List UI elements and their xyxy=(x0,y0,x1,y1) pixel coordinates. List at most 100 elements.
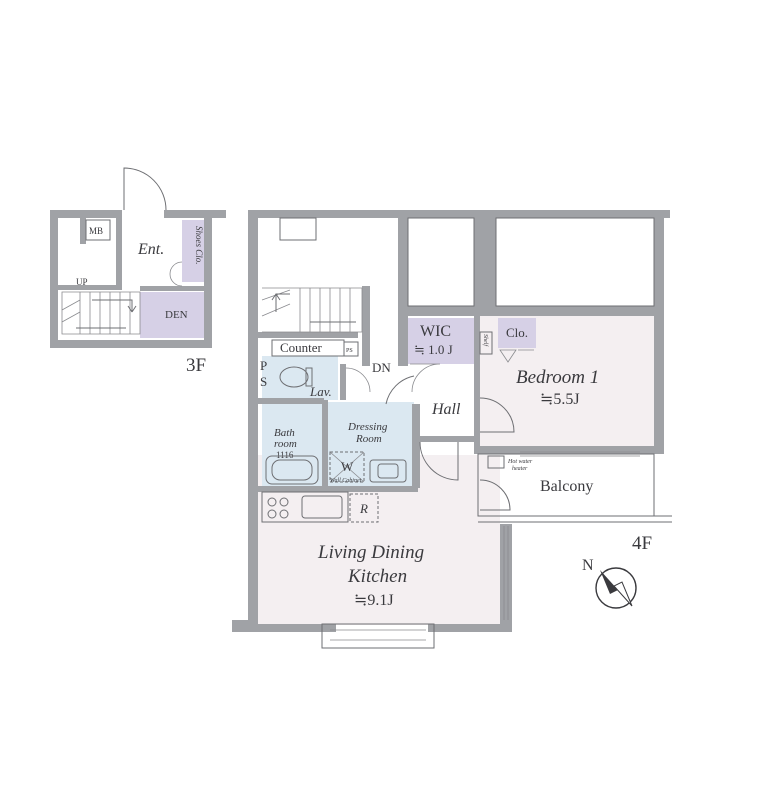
shoes-closet-door xyxy=(169,261,183,287)
bedroom-size-label: ≒5.5J xyxy=(540,391,580,408)
den-room xyxy=(140,292,204,338)
closet-door xyxy=(499,349,534,363)
wall-3f-mid xyxy=(58,285,122,290)
bathroom-size-label: 1116 xyxy=(276,450,294,460)
shoes-closet-room xyxy=(182,220,204,282)
hall-door xyxy=(385,375,415,405)
floor-3f-label: 3F xyxy=(186,355,206,376)
refrigerator-label: R xyxy=(359,501,368,516)
den-label: DEN xyxy=(165,309,188,321)
ldk-right-window xyxy=(503,526,509,620)
wall-4f-top xyxy=(248,210,670,218)
wall-4f-bath-mid xyxy=(322,400,328,488)
bathtub-icon xyxy=(265,455,319,485)
wall-3f-den-top xyxy=(140,286,204,291)
wall-3f-left xyxy=(50,210,58,348)
wall-3f-top-left xyxy=(50,210,122,218)
kitchen-sink xyxy=(301,495,343,519)
balcony-window xyxy=(520,451,640,457)
wic-door xyxy=(410,363,441,393)
dn-door xyxy=(345,367,371,393)
ps-left-p-label: P xyxy=(260,358,267,373)
bedroom-door xyxy=(479,397,515,433)
toilet-icon xyxy=(279,366,313,388)
ps-label: PS xyxy=(346,348,353,354)
ldk-label-2: Kitchen xyxy=(347,566,407,587)
dressing-label-2: Room xyxy=(355,433,382,445)
shelf-box xyxy=(479,331,493,355)
wall-4f-right xyxy=(654,210,664,454)
counter-label: Counter xyxy=(280,340,323,355)
wall-4f-v2 xyxy=(474,218,496,314)
hot-water-heater xyxy=(487,455,505,469)
up-label: UP xyxy=(76,277,88,287)
stair-4f xyxy=(261,287,363,333)
ldk-size-label: ≒9.1J xyxy=(354,592,394,609)
wall-3f-top-right xyxy=(164,210,226,218)
hot-water-heater-label-2: heater xyxy=(512,466,528,472)
wall-cabinet-label: Wall Cabinet xyxy=(330,478,362,484)
upper-room-1 xyxy=(407,217,475,307)
dressing-door xyxy=(419,441,459,481)
wall-4f-left xyxy=(248,210,258,624)
wall-4f-dn xyxy=(340,364,346,400)
washer-label: W xyxy=(341,459,354,474)
hot-water-heater-label-1: Hot water xyxy=(507,459,533,465)
floor-4f-label: 4F xyxy=(632,533,652,554)
lav-label: Lav. xyxy=(309,384,332,399)
ldk-label-1: Living Dining xyxy=(317,542,424,563)
entrance-label: Ent. xyxy=(137,241,164,258)
wic-room xyxy=(404,318,474,364)
entrance-door xyxy=(123,167,167,211)
wall-4f-bed-bottom xyxy=(478,446,658,454)
floor-4f: Counter PS P S Lav. DN WIC ≒ 1.0 J Clo. … xyxy=(232,210,672,649)
upper-box xyxy=(279,217,317,241)
balcony-rail xyxy=(478,515,672,523)
svg-text:N: N xyxy=(582,557,594,574)
wall-3f-right xyxy=(204,210,212,348)
bathroom-label-1: Bath xyxy=(274,427,295,439)
mb-box xyxy=(85,219,111,241)
wall-3f-mb xyxy=(80,218,86,244)
shoes-closet-label: Shoes Clo. xyxy=(194,226,204,265)
ps-left-s-label: S xyxy=(260,374,267,389)
stair-3f xyxy=(61,291,141,335)
balcony-label: Balcony xyxy=(540,478,593,495)
upper-room-2 xyxy=(495,217,655,307)
wall-4f-v1 xyxy=(398,218,408,366)
hall-label: Hall xyxy=(431,401,461,418)
ps-box xyxy=(343,341,359,357)
wall-4f-right-ldk xyxy=(500,524,512,632)
dressing-label-1: Dressing xyxy=(347,421,388,433)
bedroom-label: Bedroom 1 xyxy=(516,367,599,388)
north-arrow-compass-icon: N xyxy=(582,557,637,609)
kitchen-counter xyxy=(261,491,349,523)
lav-room xyxy=(262,356,338,400)
wall-4f-dress-right xyxy=(412,404,420,488)
washer-icon xyxy=(329,451,365,483)
closet-label: Clo. xyxy=(506,325,528,340)
floor-3f: MB Ent. Shoes Clo. UP DEN 3F xyxy=(50,167,226,376)
wall-4f-stair-right xyxy=(362,286,370,366)
sink-icon xyxy=(369,459,407,483)
wall-4f-counter xyxy=(258,332,358,338)
wall-4f-bath-bottom xyxy=(258,486,418,492)
wall-3f-ent xyxy=(116,218,122,288)
bathroom-label-2: room xyxy=(274,438,297,450)
bay-window xyxy=(321,623,435,649)
closet-room xyxy=(498,318,536,348)
wall-4f-h1 xyxy=(398,306,658,316)
dn-label: DN xyxy=(372,360,391,375)
wall-4f-bottom-left xyxy=(232,624,336,632)
stove-icon xyxy=(267,497,289,519)
mb-label: MB xyxy=(89,226,103,236)
wall-4f-hall-bottom xyxy=(412,436,478,442)
wall-4f-wic-right xyxy=(474,316,480,454)
wall-3f-bottom xyxy=(50,340,212,348)
shelf-label: Shelf xyxy=(482,334,489,347)
wic-size-label: ≒ 1.0 J xyxy=(414,342,453,357)
refrigerator xyxy=(349,493,379,523)
wall-4f-bottom-right xyxy=(428,624,512,632)
balcony-door xyxy=(479,479,511,511)
